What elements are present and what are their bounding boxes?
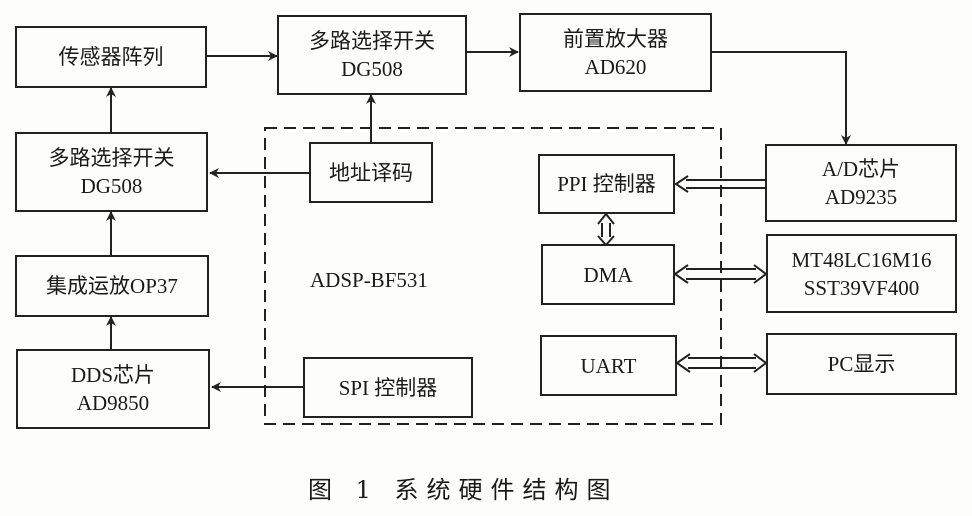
dds-label: DDS芯片 xyxy=(70,363,155,387)
dma-block: DMA xyxy=(541,244,675,305)
mux-top-part: DG508 xyxy=(341,57,403,81)
dsp-boundary xyxy=(264,127,722,425)
opamp-label: 集成运放OP37 xyxy=(46,274,178,298)
mux-left-block: 多路选择开关 DG508 xyxy=(15,132,208,212)
bus-ppi-dma xyxy=(597,212,615,247)
adc-label: A/D芯片 xyxy=(821,157,901,181)
preamp-label: 前置放大器 xyxy=(563,26,668,51)
sdram-part: MT48LC16M16 xyxy=(791,247,932,272)
memory-block: MT48LC16M16 SST39VF400 xyxy=(766,234,957,313)
mux-left-part: DG508 xyxy=(80,174,143,198)
opamp-block: 集成运放OP37 xyxy=(15,255,209,317)
figure-caption: 图 1 系统硬件结构图 xyxy=(308,476,619,504)
dds-block: DDS芯片 AD9850 xyxy=(16,349,210,429)
ppi-controller-label: PPI 控制器 xyxy=(557,172,656,196)
addr-decode-label: 地址译码 xyxy=(329,160,413,185)
bus-adc-to-ppi xyxy=(674,175,766,193)
preamp-part: AD620 xyxy=(584,54,647,79)
spi-controller-label: SPI 控制器 xyxy=(338,375,438,400)
mux-top-block: 多路选择开关 DG508 xyxy=(277,15,467,95)
ppi-controller-block: PPI 控制器 xyxy=(538,154,675,214)
dsp-chip-label: ADSP-BF531 xyxy=(310,268,428,292)
wire-preamp-to-adc xyxy=(712,51,851,145)
mux-left-label: 多路选择开关 xyxy=(48,146,175,170)
mux-top-label: 多路选择开关 xyxy=(309,29,435,53)
dma-label: DMA xyxy=(583,262,633,287)
sensor-array-label: 传感器阵列 xyxy=(58,45,164,69)
addr-decode-block: 地址译码 xyxy=(309,142,433,203)
dds-part: AD9850 xyxy=(76,391,150,415)
adc-block: A/D芯片 AD9235 xyxy=(765,144,957,222)
preamp-block: 前置放大器 AD620 xyxy=(519,13,712,92)
pc-display-block: PC显示 xyxy=(766,333,957,395)
adc-part: AD9235 xyxy=(824,185,898,209)
uart-label: UART xyxy=(580,353,637,378)
flash-part: SST39VF400 xyxy=(803,275,920,300)
pc-display-label: PC显示 xyxy=(827,352,896,376)
uart-block: UART xyxy=(540,335,677,396)
spi-controller-block: SPI 控制器 xyxy=(303,357,473,418)
sensor-array-block: 传感器阵列 xyxy=(15,26,207,88)
